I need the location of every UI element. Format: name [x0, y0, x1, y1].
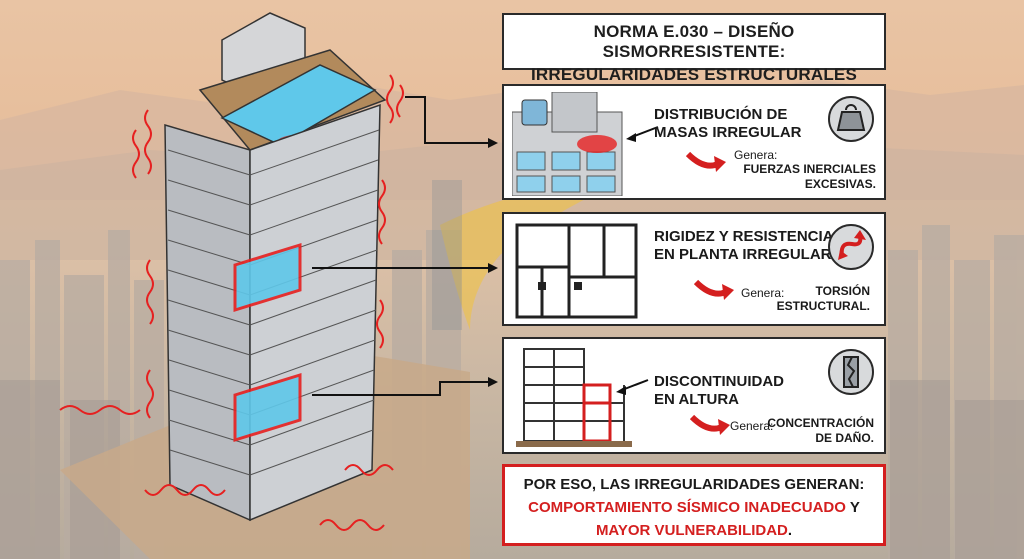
- curved-red-arrow-icon: [690, 414, 730, 435]
- card2-effect-line-1: TORSIÓN: [815, 284, 870, 298]
- conclusion-highlight-behavior: COMPORTAMIENTO SÍSMICO INADECUADO: [528, 499, 846, 516]
- card3-effect-line-2: DE DAÑO.: [815, 431, 874, 445]
- card3-effect-line-1: CONCENTRACIÓN: [767, 416, 874, 430]
- curved-red-arrow-icon: [686, 151, 726, 172]
- curved-red-arrow-icon: [694, 279, 734, 300]
- floor-plan-thumbnail: [515, 223, 638, 319]
- conclusion-conjunction: Y: [845, 499, 860, 516]
- card2-title-line-2: EN PLANTA IRREGULAR: [654, 246, 832, 263]
- card3-genera-label: Genera:: [730, 419, 774, 433]
- torsion-arrow-icon: [828, 224, 874, 270]
- leader-arrow-icon: [626, 126, 659, 142]
- card1-effect-line-2: EXCESIVAS.: [804, 177, 876, 191]
- watermark-logo: [440, 175, 640, 330]
- title-line-1: NORMA E.030 – DISEÑO SISMORRESISTENTE:: [593, 22, 795, 61]
- card-mass-distribution: DISTRIBUCIÓN DE MASAS IRREGULAR Genera: …: [502, 84, 886, 200]
- card2-title-line-1: RIGIDEZ Y RESISTENCIA: [654, 228, 834, 245]
- mass-thumbnail-illustration: [512, 92, 623, 196]
- card2-genera-label: Genera:: [741, 286, 785, 300]
- card-height-discontinuity: DISCONTINUIDAD EN ALTURA Genera: CONCENT…: [502, 337, 886, 454]
- title-line-2: IRREGULARIDADES ESTRUCTURALES: [531, 65, 857, 84]
- elevation-thumbnail: [516, 348, 632, 447]
- plan-irregularity-zone: [233, 242, 302, 313]
- leader-arrow-icon: [616, 379, 649, 395]
- seismic-waves: [59, 74, 404, 531]
- rooftop-pool: [220, 64, 377, 146]
- weight-icon: [828, 96, 874, 142]
- card-plan-irregularity: RIGIDEZ Y RESISTENCIA EN PLANTA IRREGULA…: [502, 212, 886, 326]
- card1-effect-line-1: FUERZAS INERCIALES: [743, 162, 876, 176]
- height-discontinuity-zone: [233, 372, 302, 443]
- tower-left-face: [164, 123, 251, 522]
- card1-title-line-1: DISTRIBUCIÓN DE: [654, 106, 788, 123]
- conclusion-line-1: POR ESO, LAS IRREGULARIDADES GENERAN:: [523, 476, 865, 493]
- conclusion-period: .: [787, 522, 793, 539]
- diagram-title-panel: NORMA E.030 – DISEÑO SISMORRESISTENTE: I…: [502, 13, 886, 84]
- pointer-arrows: [312, 96, 492, 396]
- card1-title-line-2: MASAS IRREGULAR: [654, 124, 802, 141]
- card3-title-line-2: EN ALTURA: [654, 391, 739, 408]
- conclusion-box: POR ESO, LAS IRREGULARIDADES GENERAN: CO…: [502, 464, 886, 546]
- conclusion-highlight-vulnerability: MAYOR VULNERABILIDAD: [595, 522, 788, 539]
- card2-effect-line-2: ESTRUCTURAL.: [776, 299, 870, 313]
- card1-genera-label: Genera:: [734, 148, 778, 162]
- cracked-column-icon: [828, 349, 874, 395]
- tower-right-face: [249, 103, 381, 522]
- card3-title-line-1: DISCONTINUIDAD: [654, 373, 784, 390]
